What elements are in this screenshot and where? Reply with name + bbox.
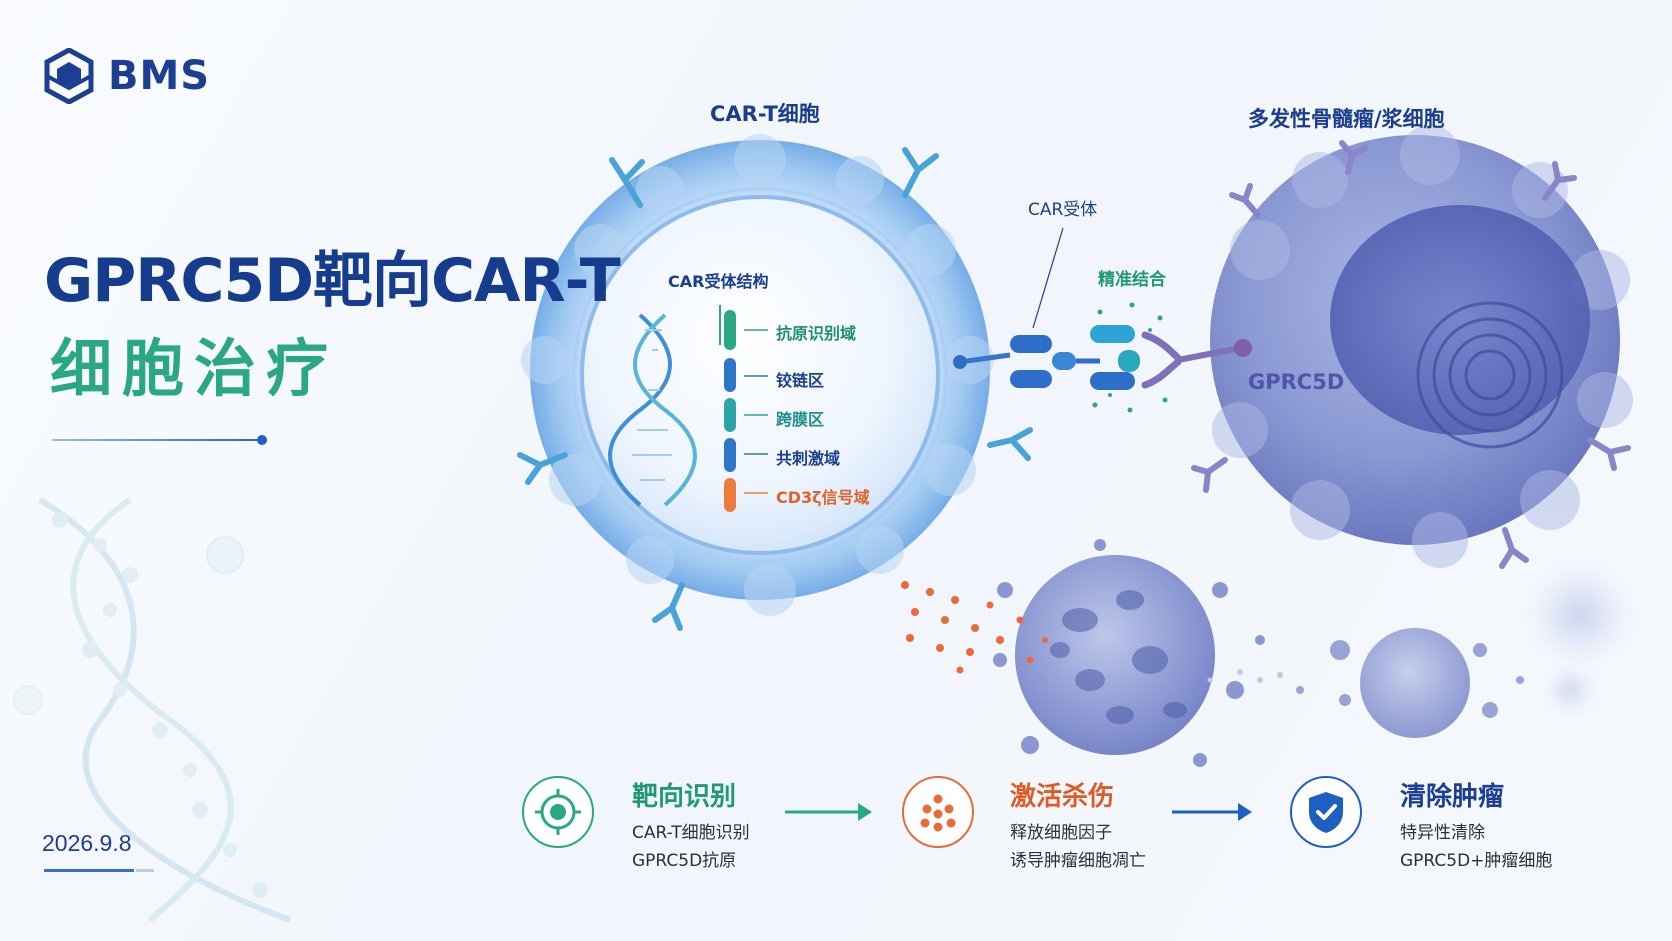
apoptotic-tumor-cell: [993, 539, 1265, 767]
gprc5d-antigen-label: GPRC5D: [1248, 370, 1345, 394]
step-activation-desc2: 诱导肿瘤细胞凋亡: [1010, 851, 1146, 871]
date-underline: [44, 869, 134, 872]
myeloma-cell: [1210, 125, 1633, 568]
dna-helix-icon: [608, 313, 697, 507]
car-receptor-label: CAR受体: [1028, 200, 1098, 220]
precise-binding-label: 精准结合: [1098, 270, 1166, 290]
title-divider-dot: [257, 435, 267, 445]
target-icon: [535, 789, 581, 835]
cytokine-particles: [901, 581, 1048, 674]
step-targeting-desc2: GPRC5D抗原: [632, 851, 737, 871]
domain-antigen-recognition: 抗原识别域: [776, 324, 857, 343]
step-clearance: [1290, 776, 1362, 848]
cart-cell-label: CAR-T细胞: [710, 102, 820, 126]
step-targeting-desc1: CAR-T细胞识别: [632, 823, 750, 843]
car-structure-diagram: [719, 305, 768, 512]
page-title-line2: 细胞治疗: [50, 332, 339, 405]
bms-logo-icon: [44, 48, 94, 104]
domain-transmembrane: 跨膜区: [776, 410, 825, 429]
myeloma-cell-label: 多发性骨髓瘤/浆细胞: [1248, 107, 1445, 131]
brand-logo: BMS: [44, 48, 210, 104]
step-clearance-desc2: GPRC5D+肿瘤细胞: [1400, 851, 1553, 871]
dna-background-icon: [13, 497, 292, 923]
step-targeting: [522, 776, 594, 848]
domain-costimulatory: 共刺激域: [776, 449, 841, 468]
gprc5d-antigen-icon: [1191, 140, 1631, 569]
car-receptor-icon: [517, 147, 1033, 631]
step-activation: [902, 776, 974, 848]
domain-cd3z-signaling: CD3ζ信号域: [776, 488, 870, 507]
step-activation-title: 激活杀伤: [1010, 782, 1115, 812]
cleared-tumor-cells: [1207, 567, 1628, 738]
car-structure-title: CAR受体结构: [668, 272, 769, 291]
title-divider: [52, 439, 262, 441]
cart-cell: [521, 134, 994, 616]
car-binding-complex: [953, 227, 1252, 413]
presentation-date: 2026.9.8: [42, 830, 132, 856]
step-activation-desc1: 释放细胞因子: [1010, 823, 1112, 843]
step-arrow-icon: [785, 803, 1252, 821]
step-clearance-title: 清除肿瘤: [1400, 782, 1505, 812]
brand-name: BMS: [108, 53, 211, 99]
domain-hinge: 铰链区: [776, 371, 825, 390]
cytokine-dots-icon: [920, 794, 956, 832]
shield-check-icon: [1309, 792, 1343, 833]
step-targeting-title: 靶向识别: [632, 782, 737, 812]
step-clearance-desc1: 特异性清除: [1400, 823, 1485, 843]
date-underline-accent: [136, 869, 154, 872]
page-title-line1: GPRC5D靶向CAR-T: [44, 246, 621, 316]
